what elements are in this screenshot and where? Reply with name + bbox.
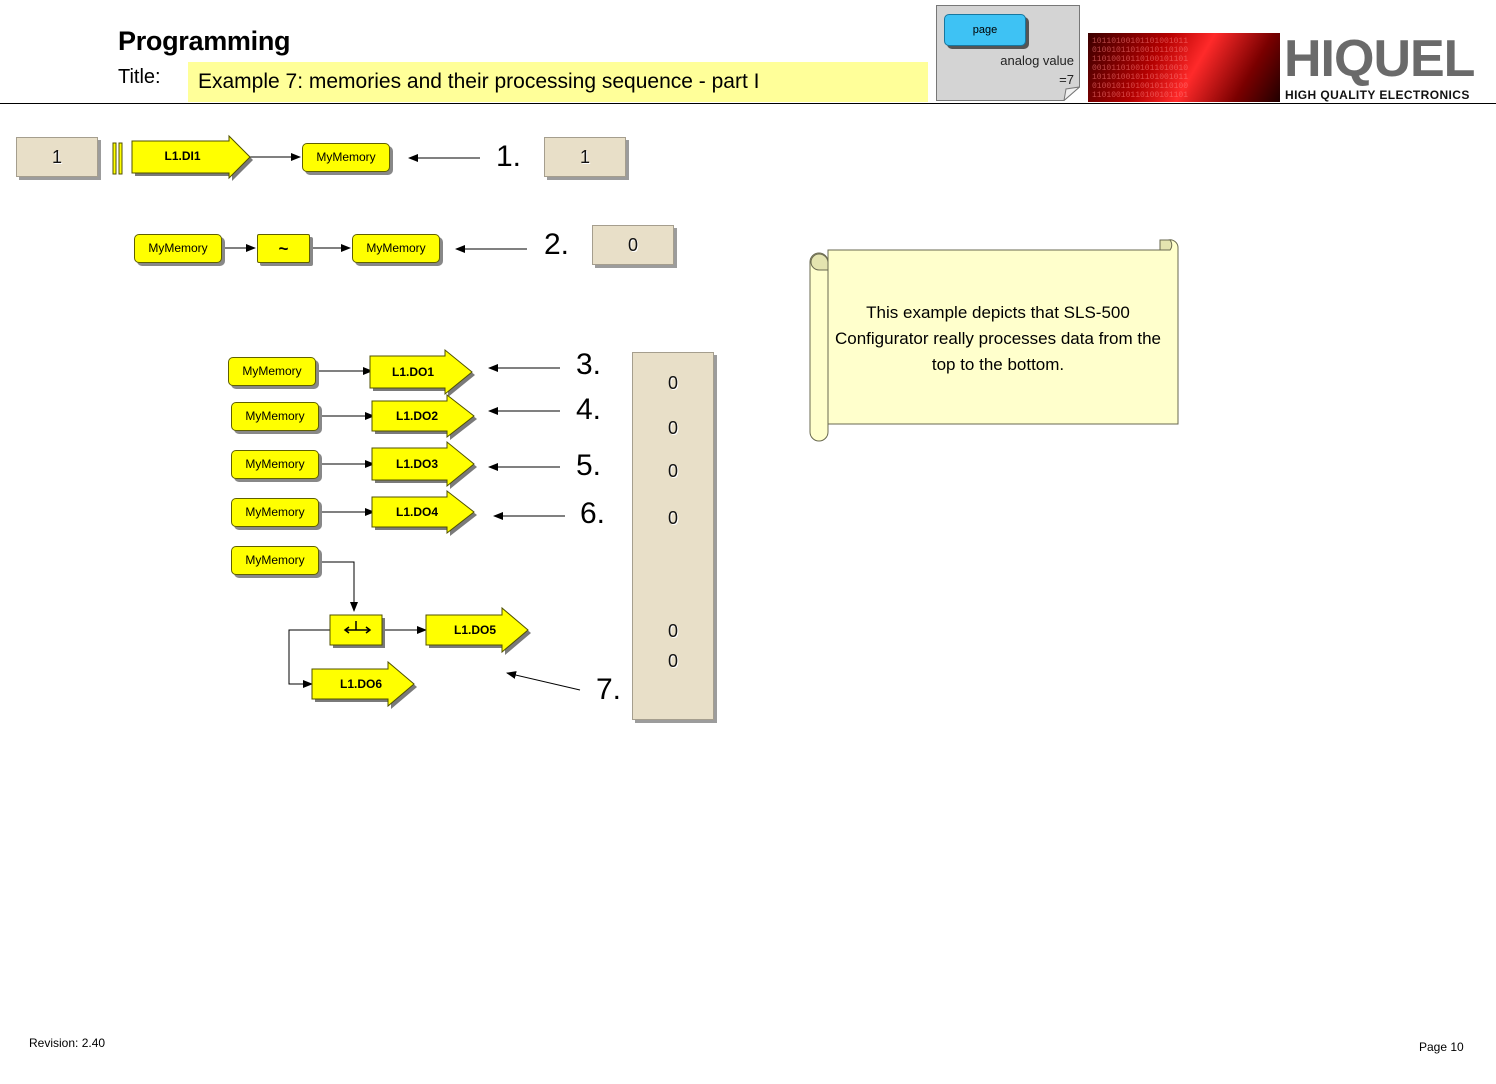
result-value: 0: [667, 651, 678, 671]
memory-block[interactable]: MyMemory: [231, 498, 319, 527]
output-label-do2: L1.DO2: [395, 409, 438, 423]
input-tag-label: L1.DI1: [164, 149, 201, 163]
page-number: Page 10: [1419, 1040, 1464, 1054]
result-value: 0: [667, 621, 678, 641]
note-scroll: [809, 239, 1179, 442]
memory-block[interactable]: MyMemory: [228, 357, 316, 386]
wire-memory-to-selector: [320, 561, 358, 612]
selector-block: [329, 614, 385, 648]
header-divider: [0, 103, 1496, 104]
output-label-do4: L1.DO4: [395, 505, 438, 519]
logo-tagline: HIGH QUALITY ELECTRONICS: [1285, 88, 1470, 102]
step-number-5: 5.: [576, 449, 602, 482]
revision-label: Revision: 2.40: [29, 1036, 106, 1050]
input-tag-arrow-di1: [112, 134, 253, 181]
step-number-2: 2.: [544, 228, 570, 261]
memory-block[interactable]: MyMemory: [352, 234, 440, 263]
step-number-4: 4.: [576, 393, 602, 426]
step-number-6: 6.: [580, 497, 606, 530]
logo-wordmark: HIQUEL: [1284, 30, 1475, 88]
page-button[interactable]: page: [944, 14, 1026, 46]
analog-value-widget: page analog value =7: [936, 5, 1080, 101]
pointer-arrow-7: [506, 671, 581, 691]
input-value-box: 1: [16, 137, 98, 177]
memory-block[interactable]: MyMemory: [231, 402, 319, 431]
step-number-1: 1.: [496, 140, 522, 173]
output-label-do1: L1.DO1: [391, 365, 434, 379]
result-value: 0: [667, 373, 678, 393]
step-number-7: 7.: [596, 673, 622, 706]
result-value-box-1: 1: [544, 137, 626, 177]
memory-block[interactable]: MyMemory: [231, 546, 319, 575]
result-value: 0: [667, 461, 678, 481]
output-label-do6: L1.DO6: [339, 677, 382, 691]
note-text: This example depicts that SLS-500 Config…: [835, 303, 1161, 374]
not-operator-block[interactable]: ~: [257, 234, 310, 263]
section-title: Programming: [118, 26, 291, 56]
title-label: Title:: [118, 66, 161, 88]
page-title: Example 7: memories and their processing…: [198, 70, 760, 93]
title-band: Example 7: memories and their processing…: [188, 62, 928, 102]
output-arrow-do5: [425, 606, 531, 655]
memory-block[interactable]: MyMemory: [231, 450, 319, 479]
output-arrow-do6: [311, 660, 417, 709]
output-arrow-do3: [371, 440, 477, 489]
result-value-box-2: 0: [592, 225, 674, 265]
step-number-3: 3.: [576, 348, 602, 381]
memory-block[interactable]: MyMemory: [134, 234, 222, 263]
result-value: 0: [667, 418, 678, 438]
output-arrow-do1: [369, 348, 475, 397]
result-value-column: 0 0 0 0 0 0: [632, 352, 714, 720]
wire-selector-to-do6: [288, 629, 330, 688]
analog-value-text: analog value =7: [1000, 53, 1074, 87]
output-arrow-do2: [371, 393, 477, 440]
result-value: 0: [667, 508, 678, 528]
memory-block[interactable]: MyMemory: [302, 143, 390, 172]
output-arrow-do4: [371, 489, 477, 536]
output-label-do5: L1.DO5: [453, 623, 496, 637]
swap-arrows-icon: [343, 621, 372, 634]
output-label-do3: L1.DO3: [395, 457, 438, 471]
